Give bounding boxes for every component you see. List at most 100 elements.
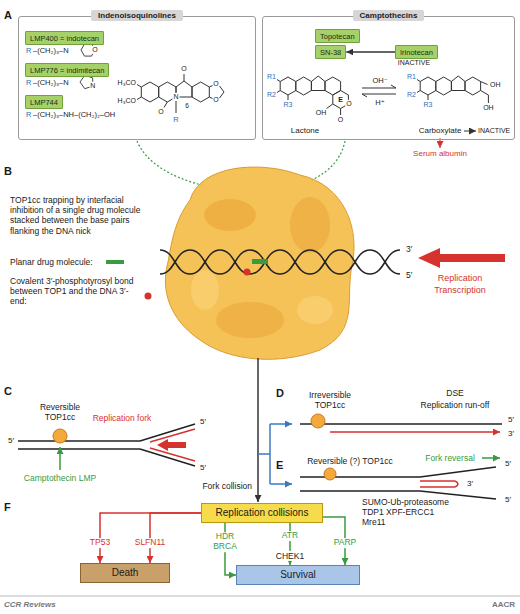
- drug-name-box: LMP776 = indimitecan: [25, 63, 109, 77]
- camptothecin-lactone-structure: [340, 109, 341, 116]
- reversal-arrow: [482, 457, 500, 459]
- fork-reversal: [420, 480, 455, 482]
- strand-end-label: 5′: [200, 463, 206, 473]
- indenoisoquinoline-structure: [137, 85, 141, 88]
- atom-label: O: [181, 65, 186, 73]
- node-text: Death: [91, 567, 159, 579]
- dna-double-helix: [160, 250, 400, 274]
- substituent-label: R: [26, 46, 31, 55]
- camptothecin-carboxylate-structure: [420, 77, 436, 95]
- substituent-label: R: [173, 114, 178, 123]
- camptothecin-lactone-structure: [280, 77, 296, 95]
- panel-heading: Indenoisoquinolines: [91, 10, 183, 21]
- substituent-label: R1: [267, 73, 276, 81]
- indenoisoquinoline-structure: [137, 97, 141, 100]
- strand-end-label: 5′: [406, 270, 412, 280]
- camptothecin-carboxylate-structure: [417, 76, 488, 103]
- top1-protein: [290, 197, 330, 253]
- key-text: Covalent 3′-phosphotyrosyl bond between …: [10, 276, 140, 307]
- substituent-label: R3: [284, 101, 293, 109]
- drug-name-box: SN-38: [315, 45, 346, 59]
- substituent-label: R1: [407, 73, 416, 81]
- camptothecin-carboxylate-structure: [481, 91, 489, 104]
- substituent-label: R2: [407, 91, 416, 99]
- panel-letter: B: [4, 165, 12, 178]
- process-label: Replication fork: [93, 413, 152, 423]
- fork-collision-branch: [258, 453, 270, 455]
- replication-arrow: [418, 248, 505, 268]
- process-label: DSE: [446, 388, 463, 398]
- connector-arrow: [346, 51, 395, 53]
- substituent-label: R2: [267, 91, 276, 99]
- top1cc-ball: [324, 468, 336, 480]
- side-chain-label: –(CH₂)₃–N: [33, 46, 69, 55]
- strand-end-label: 5′: [505, 495, 511, 505]
- indenoisoquinoline-structure: [220, 86, 225, 98]
- footer-rule: [0, 596, 520, 597]
- pathway-label: TP53: [88, 538, 112, 548]
- strand-end-label: 3′: [467, 479, 473, 489]
- indenoisoquinoline-structure: [141, 82, 158, 102]
- outcome-box: Death: [80, 563, 170, 583]
- pathway-label: SLFN11: [133, 538, 168, 548]
- strand-end-label: 3′: [406, 244, 412, 254]
- compound-class-panel: CamptothecinsTopotecanSN-38Irinotecan: [262, 16, 515, 140]
- reagent-label: H⁺: [375, 98, 384, 107]
- strand-end-label: 3′: [508, 429, 514, 439]
- top1-protein: [297, 296, 333, 324]
- node-text: Topotecan: [320, 32, 355, 41]
- equilibrium-arrows: [362, 85, 396, 97]
- indenoisoquinoline-structure: [209, 86, 212, 88]
- pathway-label: CHEK1: [275, 551, 305, 561]
- process-box: Replication collisions: [201, 503, 323, 523]
- outcome-box: Survival: [236, 565, 360, 585]
- node-text: Irinotecan: [400, 48, 433, 57]
- atom-label: OH: [316, 109, 327, 117]
- replication-run-off: [300, 423, 502, 425]
- strand-end-label: 5′: [505, 459, 511, 469]
- substituent-label: R: [26, 110, 31, 119]
- strand-end-label: 5′: [8, 436, 14, 446]
- replication-fork: [140, 449, 195, 466]
- top1-protein: [191, 270, 219, 310]
- replication-fork: [150, 448, 195, 461]
- atom-label: N: [89, 82, 96, 90]
- inactivation-arrows: [464, 131, 476, 132]
- publisher-label: AACR: [492, 600, 515, 610]
- camptothecin-carboxylate-structure: [417, 91, 420, 93]
- atom-label: OH: [483, 104, 494, 112]
- camptothecin-lactone-structure: [327, 104, 333, 109]
- top1cc-ball: [311, 414, 325, 428]
- fork-arrow: [157, 439, 186, 451]
- replication-fork: [150, 429, 195, 442]
- replication-run-off: [300, 424, 502, 432]
- node-text: Survival: [247, 569, 349, 581]
- camptothecin-carboxylate-structure: [417, 80, 420, 82]
- fork-reversal: [420, 486, 455, 488]
- connector-arrow: [100, 513, 201, 563]
- atom-label: O: [345, 100, 352, 108]
- replication-fork: [18, 440, 140, 442]
- camptothecin-lactone-structure: [288, 95, 289, 100]
- top1-protein: [204, 199, 256, 231]
- complex-label: Reversible (?) TOP1cc: [307, 456, 393, 466]
- camptothecin-carboxylate-structure: [465, 77, 481, 95]
- atom-label: H₃CO: [118, 79, 136, 87]
- complex-label: Reversible TOP1cc: [30, 402, 90, 422]
- camptothecin-carboxylate-structure: [436, 77, 452, 95]
- panel-letter: C: [4, 385, 12, 398]
- complex-label: Irreversible TOP1cc: [299, 390, 361, 410]
- node-text: LMP776 = indimitecan: [30, 66, 104, 75]
- process-label: Replication run-off: [421, 400, 490, 410]
- indenoisoquinoline-structure: [176, 101, 177, 113]
- legend-symbols: [106, 260, 124, 264]
- drug-to-complex-dashes: [137, 141, 205, 186]
- replication-fork: [18, 448, 140, 450]
- indenoisoquinoline-structure: [184, 74, 185, 81]
- camptothecin-carboxylate-structure: [481, 82, 488, 85]
- panel-letter: E: [276, 459, 283, 472]
- panel-heading: Camptothecins: [353, 10, 425, 21]
- side-chain-label: –(CH₂)₃–N: [33, 78, 69, 87]
